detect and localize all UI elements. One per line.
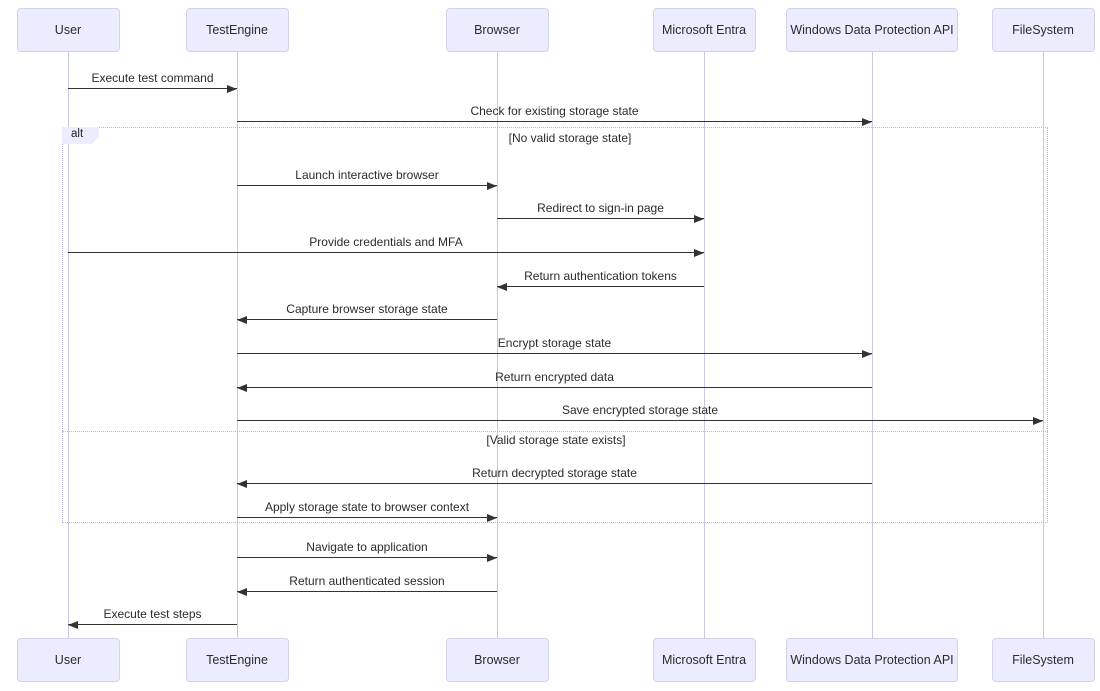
message-label: Execute test command xyxy=(91,71,214,85)
message-label: Return authentication tokens xyxy=(524,269,677,283)
arrowhead xyxy=(237,587,247,596)
actor-box-user-top: User xyxy=(16,8,120,52)
alt-label-text: alt xyxy=(71,128,84,141)
arrowhead xyxy=(68,620,78,629)
actor-label: FileSystem xyxy=(1012,653,1074,667)
message-line xyxy=(237,483,872,484)
message-label: Return authenticated session xyxy=(289,574,445,588)
lifeline-browser xyxy=(496,52,498,640)
arrowhead xyxy=(227,84,237,93)
actor-box-entra-top: Microsoft Entra xyxy=(652,8,756,52)
arrowhead xyxy=(497,282,507,291)
message-line xyxy=(237,557,497,558)
actor-label: TestEngine xyxy=(206,23,268,37)
message-line xyxy=(68,252,704,253)
message-label: Return encrypted data xyxy=(495,370,614,384)
arrowhead xyxy=(487,181,497,190)
message-label: Save encrypted storage state xyxy=(561,403,719,417)
lifeline-user xyxy=(67,52,69,640)
message-label: Redirect to sign-in page xyxy=(537,201,664,215)
actor-box-testengine-bottom: TestEngine xyxy=(185,638,289,682)
condition-label: [Valid storage state exists] xyxy=(486,433,626,447)
alt-frame xyxy=(62,127,1048,523)
message-line xyxy=(237,517,497,518)
message-line xyxy=(237,387,872,388)
actor-label: Microsoft Entra xyxy=(661,653,747,667)
actor-box-filesystem-bottom: FileSystem xyxy=(991,638,1095,682)
condition-label: [No valid storage state] xyxy=(508,131,632,145)
arrowhead xyxy=(237,315,247,324)
actor-label: User xyxy=(54,653,82,667)
actor-box-wdpa-bottom: Windows Data Protection API xyxy=(786,638,958,682)
lifeline-filesystem xyxy=(1042,52,1044,640)
message-line xyxy=(68,624,237,625)
message-line xyxy=(237,185,497,186)
actor-box-user-bottom: User xyxy=(16,638,120,682)
message-line xyxy=(237,353,872,354)
actor-label: FileSystem xyxy=(1012,23,1074,37)
message-label: Navigate to application xyxy=(306,540,428,554)
lifeline-entra xyxy=(703,52,705,640)
actor-box-wdpa-top: Windows Data Protection API xyxy=(786,8,958,52)
arrowhead xyxy=(1033,416,1043,425)
alt-label: alt xyxy=(62,127,99,144)
message-line xyxy=(237,319,497,320)
arrowhead xyxy=(487,513,497,522)
arrowhead xyxy=(862,349,872,358)
message-label: Provide credentials and MFA xyxy=(309,235,463,249)
actor-box-filesystem-top: FileSystem xyxy=(991,8,1095,52)
alt-else-divider xyxy=(62,431,1048,432)
actor-box-entra-bottom: Microsoft Entra xyxy=(652,638,756,682)
message-label: Capture browser storage state xyxy=(286,302,448,316)
message-label: Check for existing storage state xyxy=(470,104,639,118)
arrowhead xyxy=(237,383,247,392)
arrowhead xyxy=(862,117,872,126)
actor-box-browser-bottom: Browser xyxy=(445,638,549,682)
actor-label: Windows Data Protection API xyxy=(790,23,954,37)
actor-label: Windows Data Protection API xyxy=(790,653,954,667)
message-line xyxy=(237,591,497,592)
arrowhead xyxy=(694,248,704,257)
actor-label: Browser xyxy=(474,653,520,667)
lifeline-testengine xyxy=(236,52,238,640)
lifeline-wdpa xyxy=(871,52,873,640)
message-label: Execute test steps xyxy=(103,607,202,621)
message-label: Launch interactive browser xyxy=(295,168,439,182)
arrowhead xyxy=(694,214,704,223)
message-label: Encrypt storage state xyxy=(497,336,612,350)
actor-box-browser-top: Browser xyxy=(445,8,549,52)
actor-label: TestEngine xyxy=(206,653,268,667)
message-line xyxy=(237,420,1043,421)
actor-label: User xyxy=(54,23,82,37)
actor-label: Microsoft Entra xyxy=(661,23,747,37)
arrowhead xyxy=(237,479,247,488)
actor-label: Browser xyxy=(474,23,520,37)
arrowhead xyxy=(487,553,497,562)
message-label: Return decrypted storage state xyxy=(472,466,637,480)
message-line xyxy=(497,286,704,287)
message-line xyxy=(68,88,237,89)
message-line xyxy=(497,218,704,219)
actor-box-testengine-top: TestEngine xyxy=(185,8,289,52)
message-label: Apply storage state to browser context xyxy=(264,500,470,514)
message-line xyxy=(237,121,872,122)
